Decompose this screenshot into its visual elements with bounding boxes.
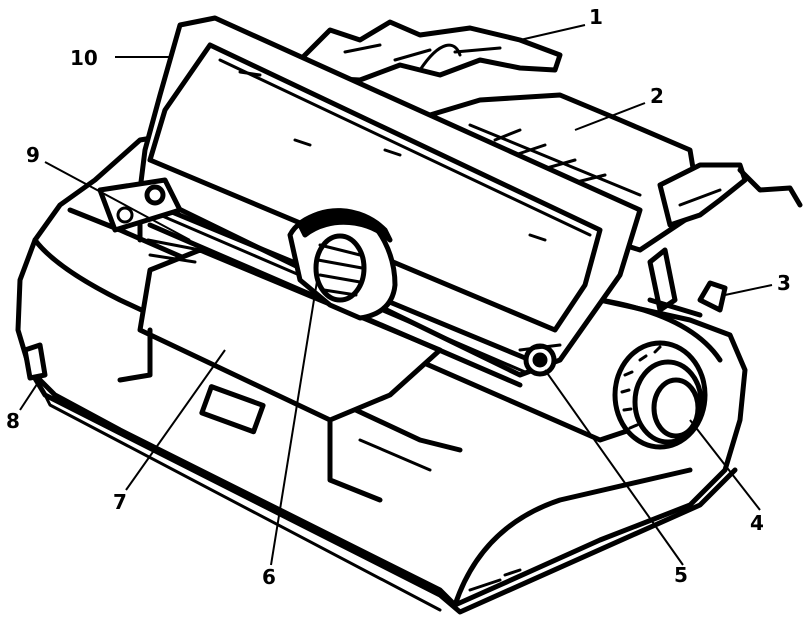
- callout-10: 10: [70, 46, 98, 70]
- callout-3: 3: [777, 271, 791, 295]
- callout-9: 9: [26, 143, 40, 167]
- callout-7: 7: [113, 490, 127, 514]
- left-foot: [22, 342, 48, 381]
- callout-1: 1: [589, 5, 603, 29]
- callout-8: 8: [6, 409, 20, 433]
- callout-4: 4: [750, 511, 764, 535]
- platen-knob: [612, 340, 708, 450]
- callout-6: 6: [262, 565, 276, 589]
- callout-2: 2: [650, 84, 664, 108]
- gear-lever: [518, 343, 562, 377]
- leader-lines: [19, 24, 773, 566]
- tractor-right: [657, 162, 803, 228]
- callout-5: 5: [674, 563, 688, 587]
- paper-lever: [647, 247, 728, 318]
- control-panel: [97, 177, 202, 264]
- paper-separator: [297, 19, 563, 83]
